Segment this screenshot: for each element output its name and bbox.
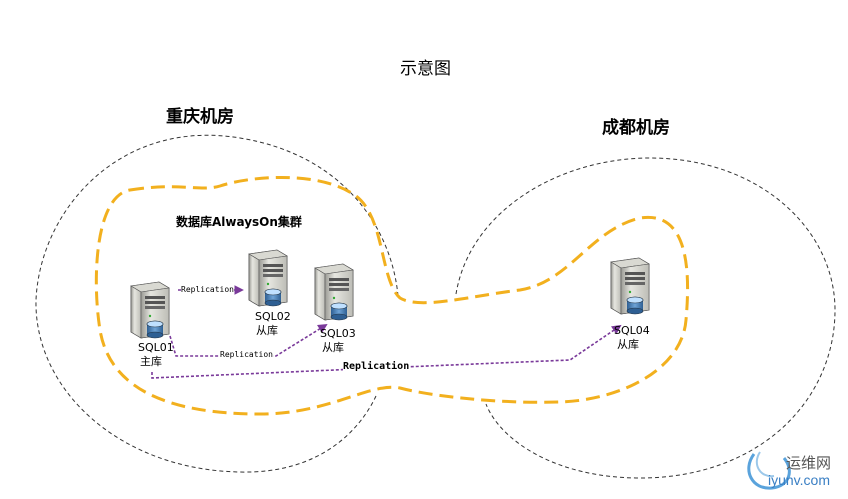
chengdu-site-boundary — [455, 157, 836, 479]
replication-label-sql03: Replication — [220, 350, 273, 359]
replication-label-sql02: Replication — [181, 285, 234, 294]
server-sql02-role: 从库 — [256, 324, 278, 337]
site-label-chongqing: 重庆机房 — [166, 107, 234, 127]
server-sql01-name: SQL01 — [138, 341, 174, 354]
cluster-boundary — [94, 175, 690, 416]
watermark-logo-icon — [747, 451, 791, 490]
chongqing-site-boundary — [35, 134, 399, 473]
server-sql01-role: 主库 — [140, 355, 162, 368]
diagram-title: 示意图 — [400, 59, 451, 79]
site-label-chengdu: 成都机房 — [602, 118, 670, 138]
server-sql03-icon — [314, 263, 354, 321]
server-sql01-icon — [130, 281, 170, 339]
server-sql03-name: SQL03 — [320, 327, 356, 340]
cluster-label: 数据库AlwaysOn集群 — [176, 215, 302, 229]
server-sql04-role: 从库 — [617, 338, 639, 351]
watermark-en: iyunv.com — [768, 472, 830, 488]
server-sql02-icon — [248, 249, 288, 307]
server-sql04-name: SQL04 — [614, 324, 650, 337]
server-sql02-name: SQL02 — [255, 310, 291, 323]
server-sql04-icon — [610, 257, 650, 315]
server-sql03-role: 从库 — [322, 341, 344, 354]
replication-label-sql04: Replication — [343, 361, 410, 372]
watermark-cn: 运维网 — [786, 455, 832, 472]
